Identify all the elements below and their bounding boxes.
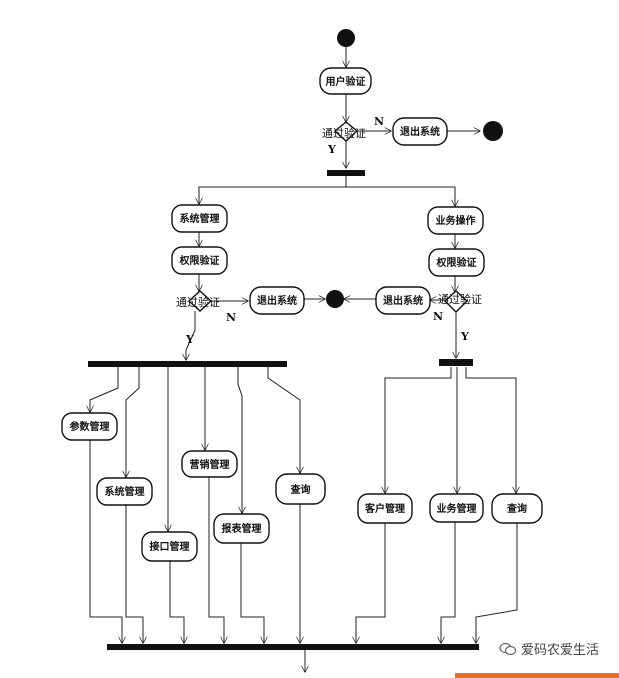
node-marketing-mgmt: 营销管理: [181, 450, 238, 478]
node-customer-mgmt: 客户管理: [357, 493, 413, 524]
edges: [90, 47, 517, 672]
edge-marketing-join: [208, 477, 224, 643]
edge-customer-join: [356, 523, 386, 643]
edge-bizmgmt-join: [441, 522, 456, 643]
svg-text:退出系统: 退出系统: [383, 294, 423, 307]
condition-label-right: 通过验证: [438, 292, 482, 306]
node-perm-right: 权限验证: [428, 248, 485, 277]
watermark-text: 爱码农爱生活: [520, 643, 599, 658]
node-report-mgmt: 报表管理: [213, 513, 270, 544]
svg-text:查询: 查询: [290, 483, 311, 496]
watermark: 爱码农爱生活: [494, 637, 603, 660]
edge-param-join: [89, 440, 122, 643]
svg-text:退出系统: 退出系统: [257, 294, 297, 307]
edge-label-right-y: Y: [460, 330, 469, 343]
join-bar: [107, 644, 479, 650]
edge-fork-query-left: [267, 367, 300, 473]
edge-iface-join: [169, 561, 184, 643]
svg-text:报表管理: 报表管理: [222, 522, 262, 535]
edge-decision-left-fork: [186, 311, 196, 360]
node-param-mgmt: 参数管理: [61, 412, 118, 441]
node-iface-mgmt: 接口管理: [141, 531, 198, 562]
svg-text:权限验证: 权限验证: [436, 256, 477, 269]
node-biz-op: 业务操作: [427, 206, 484, 235]
svg-text:营销管理: 营销管理: [190, 458, 230, 471]
edge-sysmgmt-sub-join: [125, 505, 143, 643]
fork-bar-top: [327, 170, 365, 176]
fork-bar-left: [88, 361, 287, 367]
edge-query-right-join: [476, 523, 518, 643]
condition-label-left: 通过验证: [176, 295, 220, 309]
svg-text:参数管理: 参数管理: [70, 420, 110, 433]
edge-fork-sysmgmt-sub: [126, 367, 140, 477]
edge-fork-query-right: [465, 367, 516, 493]
edge-fork-sysmgmt: [199, 176, 347, 204]
node-query-right: 查询: [491, 493, 543, 524]
node-exit-right: 退出系统: [375, 286, 431, 315]
node-sys-mgmt-sub: 系统管理: [96, 477, 153, 506]
svg-text:退出系统: 退出系统: [400, 125, 440, 138]
node-biz-mgmt: 业务管理: [429, 493, 484, 523]
decision-left: [187, 290, 213, 312]
svg-text:客户管理: 客户管理: [364, 502, 405, 515]
edge-fork-bizop: [346, 186, 455, 206]
node-perm-left: 权限验证: [171, 246, 228, 275]
decision-right: [443, 290, 469, 313]
wechat-icon: [499, 642, 517, 655]
final-node-top: [483, 121, 503, 141]
final-node-middle: [326, 290, 344, 308]
edge-fork-param: [90, 367, 119, 412]
node-sys-mgmt: 系统管理: [171, 204, 228, 233]
edge-label-left-n: N: [226, 311, 236, 324]
bottom-accent-line: [455, 673, 619, 678]
edge-label-top-y: Y: [327, 143, 336, 156]
edge-fork-customer: [385, 367, 452, 493]
edge-label-top-n: N: [374, 115, 384, 128]
svg-text:系统管理: 系统管理: [180, 212, 220, 225]
svg-text:权限验证: 权限验证: [179, 254, 220, 267]
initial-node: [337, 29, 355, 47]
svg-text:业务操作: 业务操作: [436, 214, 476, 227]
svg-text:业务管理: 业务管理: [437, 502, 477, 515]
decision-top: [333, 121, 359, 142]
node-user-auth: 用户验证: [319, 67, 372, 95]
edge-label-left-y: Y: [185, 333, 194, 346]
svg-text:接口管理: 接口管理: [150, 540, 190, 553]
node-query-left: 查询: [275, 473, 326, 505]
svg-text:查询: 查询: [506, 502, 527, 515]
edge-label-right-n: N: [433, 310, 443, 323]
node-exit-left: 退出系统: [249, 286, 305, 315]
svg-text:用户验证: 用户验证: [325, 75, 366, 88]
fork-bar-right: [439, 359, 473, 366]
condition-label-top: 通过验证: [322, 126, 366, 140]
node-exit-top: 退出系统: [392, 117, 448, 146]
edge-report-join: [240, 543, 264, 643]
edge-fork-report: [237, 367, 242, 513]
svg-text:系统管理: 系统管理: [105, 485, 145, 498]
